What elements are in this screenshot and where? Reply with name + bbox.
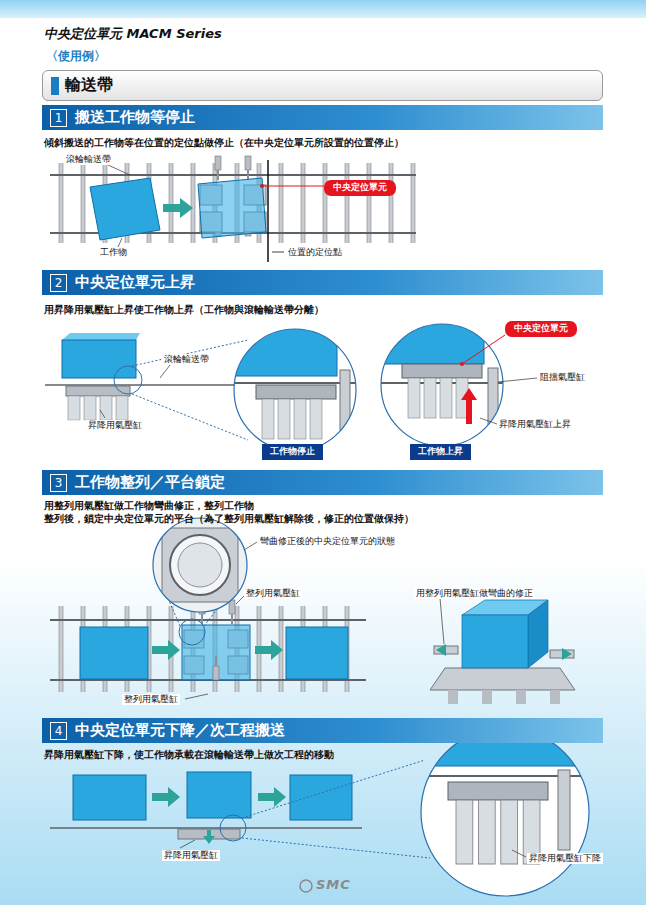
part-label: 滾輪輸送帶 (162, 354, 211, 365)
state-box: 工作物停止 (262, 444, 323, 460)
node-text: 搬送工作物等停止 (75, 108, 195, 127)
part-label: 滾輪輸送帶 (64, 154, 113, 165)
part-label: 昇降用氣壓缸上昇 (497, 419, 573, 430)
node-text: 工作物整列／平台鎖定 (75, 473, 225, 492)
part-label: 用整列用氣壓缸做彎曲的修正 (414, 588, 535, 599)
section-band: 1 搬送工作物等停止 (42, 105, 603, 130)
section-band: 4 中央定位單元下降／次工程搬送 (42, 718, 603, 743)
section-number: 1 (50, 109, 67, 127)
part-label: 工作物 (98, 247, 129, 258)
part-label: 昇降用氣壓缸 (86, 420, 144, 431)
subheading: 〈使用例〉 (44, 51, 108, 62)
description-text: 昇降用氣壓缸下降，使工作物承載在滾輪輸送帶上做次工程的移動 (44, 749, 334, 761)
part-label: 整列用氣壓缸 (122, 694, 180, 705)
node-text: 中央定位單元上昇 (75, 273, 195, 292)
node-text: 工作物停止 (270, 446, 315, 456)
brand-logo: SMC (314, 879, 353, 890)
section-number: 4 (50, 722, 67, 740)
part-label: 整列用氣壓缸 (244, 588, 302, 599)
heading-box: 輸送帶 (42, 70, 603, 101)
section-band: 2 中央定位單元上昇 (42, 270, 603, 295)
description-text: 用昇降用氣壓缸上昇使工作物上昇（工作物與滾輪輸送帶分離） (44, 304, 324, 316)
part-label: 阻擋氣壓缸 (538, 372, 587, 383)
description-text: 用整列用氣壓缸做工作物彎曲修正，整列工作物 (44, 500, 254, 512)
state-box: 工作物上昇 (410, 444, 471, 460)
node-text: 中央定位單元下降／次工程搬送 (75, 721, 285, 740)
description-text: 傾斜搬送的工作物等在位置的定位點做停止（在中央定位單元所設置的位置停止） (44, 137, 404, 149)
description-text: 整列後，鎖定中央定位單元的平台（為了整列用氣壓缸解除後，修正的位置做保持） (44, 513, 414, 525)
part-label: 彎曲修正後的中央定位單元的狀態 (258, 536, 397, 547)
part-label: 位置的定位點 (286, 247, 344, 258)
page-title: 中央定位單元 MACM Series (44, 25, 222, 43)
node-text: 中央定位單元 (514, 323, 568, 333)
node-text: 中央定位單元 (333, 182, 387, 192)
callout-box: 中央定位單元 (324, 180, 396, 196)
part-label: 昇降用氣壓缸下降 (527, 853, 603, 864)
node-text: 輸送帶 (65, 75, 113, 94)
part-label: 昇降用氣壓缸 (162, 850, 220, 861)
section-band: 3 工作物整列／平台鎖定 (42, 470, 603, 495)
callout-box: 中央定位單元 (505, 321, 577, 337)
section-number: 3 (50, 474, 67, 492)
section-number: 2 (50, 274, 67, 292)
node-text: 工作物上昇 (418, 446, 463, 456)
